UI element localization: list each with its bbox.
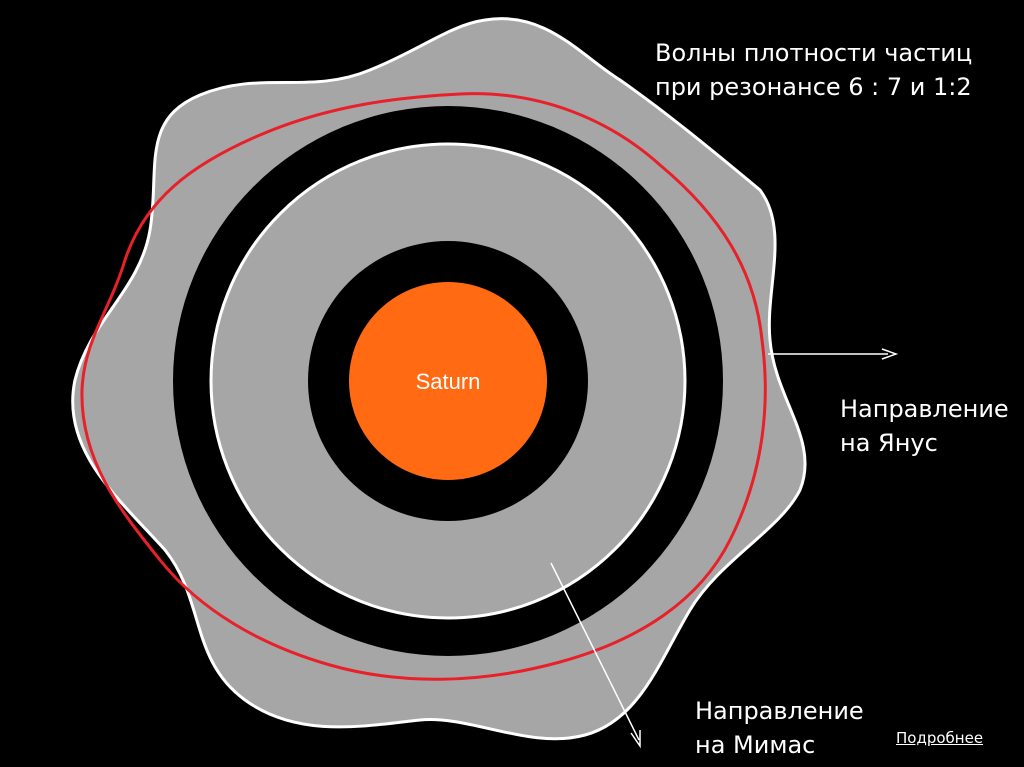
slide-title: Волны плотности частиц при резонансе 6 :…	[655, 36, 972, 104]
janus-arrow-head	[881, 348, 899, 360]
janus-label-line-1: Направление	[840, 395, 1009, 423]
title-line-2: при резонансе 6 : 7 и 1:2	[655, 73, 972, 101]
mimas-direction-label: Направление на Мимас	[695, 694, 864, 762]
mimas-arrow-head	[630, 730, 641, 749]
title-line-1: Волны плотности частиц	[655, 39, 973, 67]
mimas-label-line-2: на Мимас	[695, 731, 816, 759]
density-wave-line	[80, 92, 767, 681]
mimas-arrow-line	[550, 562, 640, 741]
more-details-link[interactable]: Подробнее	[896, 729, 984, 747]
mimas-label-line-1: Направление	[695, 697, 864, 725]
saturn-label: Saturn	[416, 369, 481, 394]
saturn-planet	[349, 282, 547, 480]
janus-direction-label: Направление на Янус	[840, 392, 1009, 460]
janus-label-line-2: на Янус	[840, 429, 938, 457]
